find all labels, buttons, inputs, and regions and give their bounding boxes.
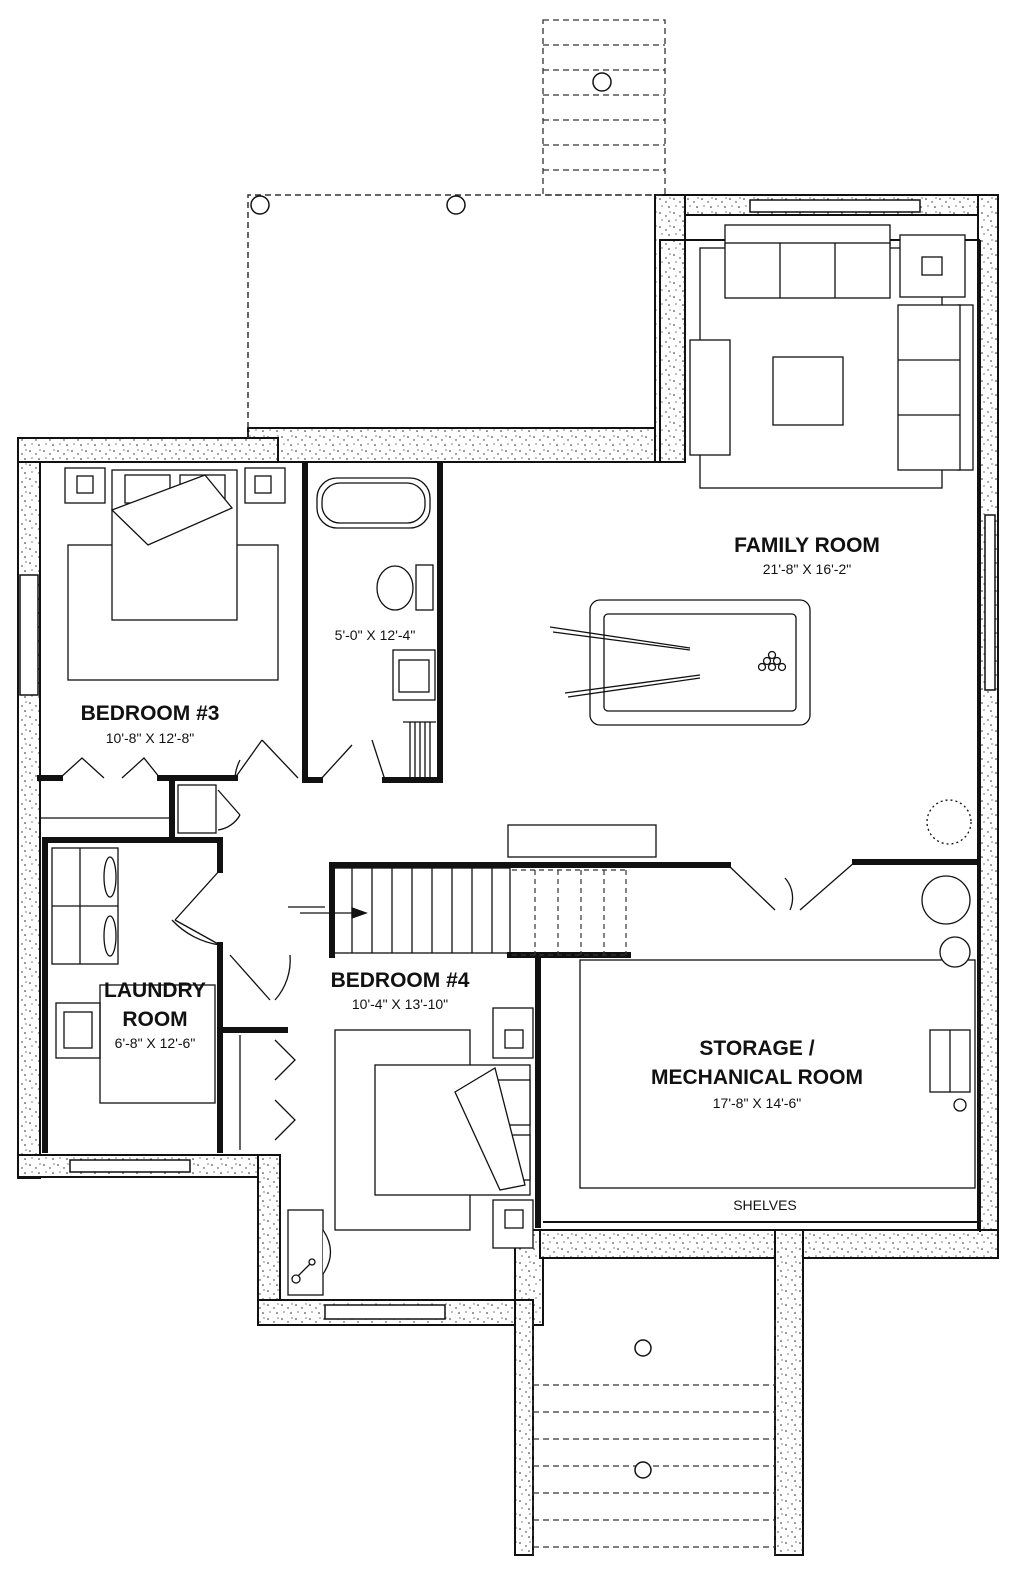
inner-wall-lines: [39, 239, 981, 1301]
room-dimensions-bedroom3: 10'-8" X 12'-8": [105, 730, 195, 746]
room-dimensions-laundry: 6'-8" X 12'-6": [114, 1035, 196, 1051]
laundry-fixtures: [51, 847, 216, 1104]
stairs-dashed-continuation: [512, 869, 628, 956]
mechanical-equipment: [579, 875, 976, 1189]
room-name-bedroom4: BEDROOM #4: [330, 969, 470, 992]
room-name-storage-line1: STORAGE /: [699, 1037, 815, 1060]
room-dimensions-family: 21'-8" X 16'-2": [762, 561, 852, 577]
exterior-stairs-bottom: [532, 1320, 776, 1555]
hall-closet: [177, 784, 217, 834]
room-name-laundry-line1: LAUNDRY: [104, 979, 206, 1002]
bedroom4-furniture: [287, 1007, 534, 1296]
room-name-storage-line2: MECHANICAL ROOM: [651, 1066, 863, 1089]
stair-posts-bottom: [634, 1339, 652, 1479]
stair-arrow-icon: [288, 906, 368, 919]
pool-table-icon: [549, 599, 811, 726]
closet-bedroom3: [40, 757, 172, 819]
family-room-furniture: [689, 224, 974, 845]
room-dimensions-storage: 17'-8" X 14'-6": [712, 1095, 802, 1111]
exterior-walls: [17, 194, 999, 1556]
closet-bedroom4: [239, 1035, 296, 1150]
bedroom3-furniture: [64, 467, 286, 681]
windows: [19, 199, 996, 1320]
bathroom-fixtures: [316, 477, 436, 778]
post-icon: [592, 72, 612, 92]
porch-outline: [247, 194, 655, 438]
room-dimensions-bedroom4: 10'-4" X 13'-10": [351, 996, 449, 1012]
shelves-label: SHELVES: [733, 1197, 797, 1213]
door-swings: [171, 739, 856, 1001]
exterior-stairs-top: [542, 19, 666, 196]
interior-stairs: [331, 867, 511, 954]
room-name-family: FAMILY ROOM: [734, 534, 880, 557]
room-name-laundry-line2: ROOM: [122, 1008, 188, 1031]
interior-walls: [37, 462, 981, 1228]
bench: [507, 824, 657, 858]
porch-posts: [250, 195, 466, 215]
room-name-bedroom3: BEDROOM #3: [80, 702, 220, 725]
room-dimensions-bathroom: 5'-0" X 12'-4": [334, 627, 416, 643]
